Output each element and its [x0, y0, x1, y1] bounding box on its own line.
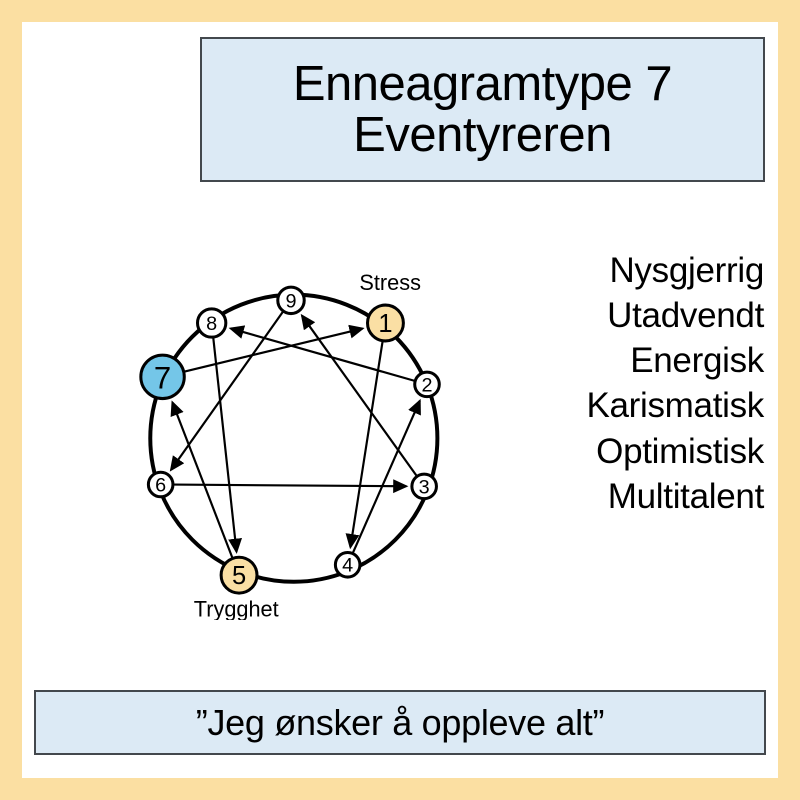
keyword-list: Nysgjerrig Utadvendt Energisk Karismatis… — [452, 248, 770, 519]
node-label-6: 6 — [155, 474, 166, 496]
node-label-8: 8 — [206, 313, 217, 335]
enneagram-arrow-2-to-8 — [228, 325, 415, 382]
poster-card: Enneagramtype 7 Eventyreren — [22, 22, 778, 778]
node-label-5: 5 — [232, 562, 246, 590]
keyword-item: Multitalent — [607, 476, 765, 516]
enneagram-node-9[interactable]: 9 — [276, 285, 306, 316]
node-label-2: 2 — [421, 374, 432, 396]
node-circle-9 — [276, 285, 306, 316]
content-area: 1 2 3 4 5 6 7 8 9 Stress Trygghet Nysgjerrig Uta… — [22, 200, 778, 650]
enneagram-connectors — [169, 311, 421, 558]
enneagram-node-8[interactable]: 8 — [195, 307, 228, 339]
node-circle-4 — [333, 550, 362, 579]
node-circle-5 — [219, 555, 259, 595]
node-circle-8 — [195, 307, 228, 339]
enneagram-nodes: 1 2 3 4 5 6 7 8 9 — [139, 285, 441, 595]
stress-label: Stress — [359, 270, 421, 295]
node-label-1: 1 — [378, 310, 392, 338]
enneagram-svg: 1 2 3 4 5 6 7 8 9 Stress Trygghet — [139, 270, 441, 620]
keyword-item: Energisk — [630, 341, 764, 381]
enneagram-node-1[interactable]: 1 — [365, 303, 405, 343]
node-circle-7 — [139, 353, 186, 401]
enneagram-diagram: 1 2 3 4 5 6 7 8 9 Stress Trygghet — [104, 230, 444, 620]
keyword-item: Utadvendt — [607, 296, 764, 336]
enneagram-node-7[interactable]: 7 — [139, 353, 186, 401]
page-title-line1: Enneagramtype 7 — [292, 56, 673, 111]
node-label-9: 9 — [285, 290, 296, 312]
enneagram-node-5[interactable]: 5 — [219, 555, 259, 595]
enneagram-arrow-6-to-3 — [173, 479, 409, 494]
enneagram-arrow-9-to-6 — [169, 311, 284, 472]
node-circle-1 — [365, 303, 405, 343]
page-title-line2: Eventyreren — [353, 107, 612, 162]
enneagram-arrow-5-to-7 — [170, 400, 234, 558]
node-label-7: 7 — [154, 360, 171, 395]
enneagram-arrow-7-to-1 — [184, 324, 365, 373]
keyword-item: Nysgjerrig — [609, 251, 764, 290]
quote-box: ”Jeg ønsker å oppleve alt” — [34, 690, 766, 755]
enneagram-arrow-3-to-9 — [300, 313, 418, 477]
node-circle-3 — [410, 472, 438, 501]
enneagram-arrow-1-to-4 — [345, 341, 384, 550]
enneagram-node-4[interactable]: 4 — [333, 550, 362, 579]
enneagram-arrow-8-to-5 — [212, 337, 243, 554]
quote-text: ”Jeg ønsker å oppleve alt” — [195, 701, 605, 743]
node-label-3: 3 — [419, 476, 430, 498]
enneagram-arrow-4-to-2 — [351, 398, 421, 554]
enneagram-node-3[interactable]: 3 — [410, 472, 438, 501]
title-box: Enneagramtype 7 Eventyreren — [200, 37, 765, 182]
node-circle-6 — [146, 470, 175, 499]
keyword-item: Karismatisk — [586, 386, 764, 426]
keyword-item: Optimistisk — [596, 431, 764, 471]
enneagram-node-6[interactable]: 6 — [146, 470, 175, 499]
enneagram-node-2[interactable]: 2 — [413, 370, 441, 399]
node-circle-2 — [413, 370, 441, 399]
security-label: Trygghet — [194, 597, 279, 620]
node-label-4: 4 — [342, 555, 353, 577]
